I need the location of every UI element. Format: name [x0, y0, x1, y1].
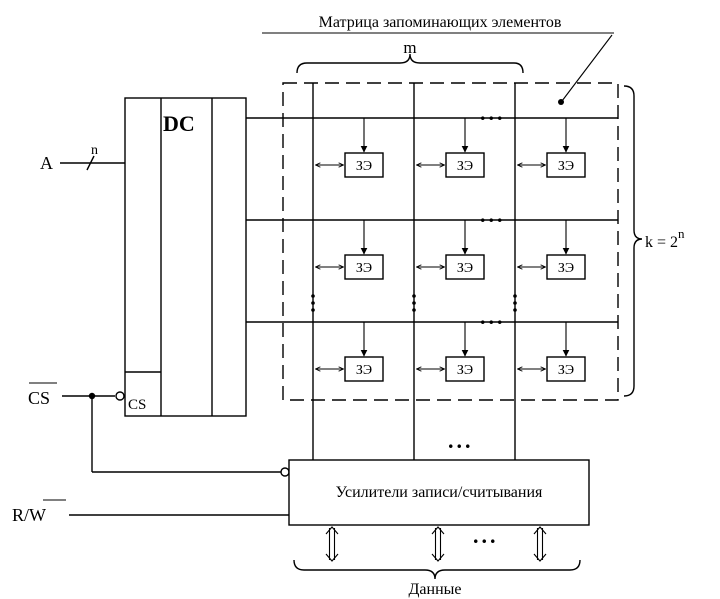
storage-cell-label: ЗЭ — [457, 363, 473, 378]
storage-cell-label: ЗЭ — [457, 159, 473, 174]
storage-cell — [445, 254, 485, 280]
chip-select-label: CS — [28, 388, 50, 408]
vertical-ellipsis-dot — [513, 301, 517, 305]
vertical-ellipsis-dot — [412, 308, 416, 312]
matrix-grid: ЗЭ ЗЭ ЗЭ ЗЭ ЗЭ ЗЭ ЗЭ ЗЭ ЗЭ......... — [246, 83, 618, 460]
columns-label: m — [403, 38, 416, 57]
storage-cell-label: ЗЭ — [356, 261, 372, 276]
rows-label-exponent: n — [678, 226, 685, 241]
data-bus-ellipsis: ... — [473, 523, 499, 548]
read-write-w: W — [29, 505, 46, 525]
storage-cell — [546, 152, 586, 178]
vertical-ellipsis-dot — [311, 294, 315, 298]
rows-label: k = 2n — [645, 226, 685, 251]
columns-brace — [296, 53, 524, 74]
data-label: Данные — [409, 581, 462, 598]
vertical-ellipsis-dot — [513, 294, 517, 298]
read-write-label: R/W — [12, 505, 46, 525]
row-ellipsis: ... — [480, 100, 506, 125]
storage-cell-label: ЗЭ — [558, 261, 574, 276]
amplifier-label: Усилители записи/считывания — [336, 484, 543, 501]
storage-cell-label: ЗЭ — [356, 159, 372, 174]
data-brace — [293, 559, 581, 580]
row-ellipsis: ... — [480, 304, 506, 329]
data-bus-arrowhead — [431, 553, 445, 562]
amplifier-block — [288, 459, 590, 526]
rows-brace — [623, 85, 643, 397]
chip-select-inversion-amplifier — [280, 467, 290, 477]
storage-cell — [344, 152, 384, 178]
storage-cell — [546, 254, 586, 280]
vertical-ellipsis-dot — [513, 308, 517, 312]
vertical-ellipsis-dot — [311, 301, 315, 305]
data-bus-arrowhead — [325, 526, 339, 535]
storage-cell — [344, 356, 384, 382]
storage-cell — [445, 152, 485, 178]
address-width-label: n — [91, 143, 98, 158]
read-write-r: R/ — [12, 505, 29, 525]
decoder-cs-label: CS — [128, 397, 146, 413]
vertical-ellipsis-dot — [311, 308, 315, 312]
data-bus-arrowhead — [325, 553, 339, 562]
storage-cell-label: ЗЭ — [558, 363, 574, 378]
data-bus-arrows — [325, 526, 547, 562]
storage-cell-label: ЗЭ — [356, 363, 372, 378]
matrix-bottom-ellipsis: ... — [448, 428, 474, 453]
vertical-ellipsis-dot — [412, 294, 416, 298]
matrix-pointer-dot — [558, 99, 564, 105]
storage-cell — [546, 356, 586, 382]
matrix-title-pointer — [561, 34, 613, 102]
decoder-block — [124, 97, 247, 417]
address-label: A — [40, 153, 53, 173]
memory-matrix-border — [282, 82, 619, 401]
rows-label-base: k = 2 — [645, 234, 678, 251]
data-bus-arrowhead — [431, 526, 445, 535]
row-ellipsis: ... — [480, 202, 506, 227]
data-bus-arrowhead — [533, 553, 547, 562]
address-bus-slash — [86, 155, 95, 171]
storage-cell-label: ЗЭ — [457, 261, 473, 276]
vertical-ellipsis-dot — [412, 301, 416, 305]
storage-cell — [445, 356, 485, 382]
storage-cell-label: ЗЭ — [558, 159, 574, 174]
decoder-label: DC — [163, 111, 195, 136]
storage-cell — [344, 254, 384, 280]
data-bus-arrowhead — [533, 526, 547, 535]
matrix-title: Матрица запоминающих элементов — [319, 14, 562, 31]
chip-select-inversion-decoder — [115, 391, 125, 401]
